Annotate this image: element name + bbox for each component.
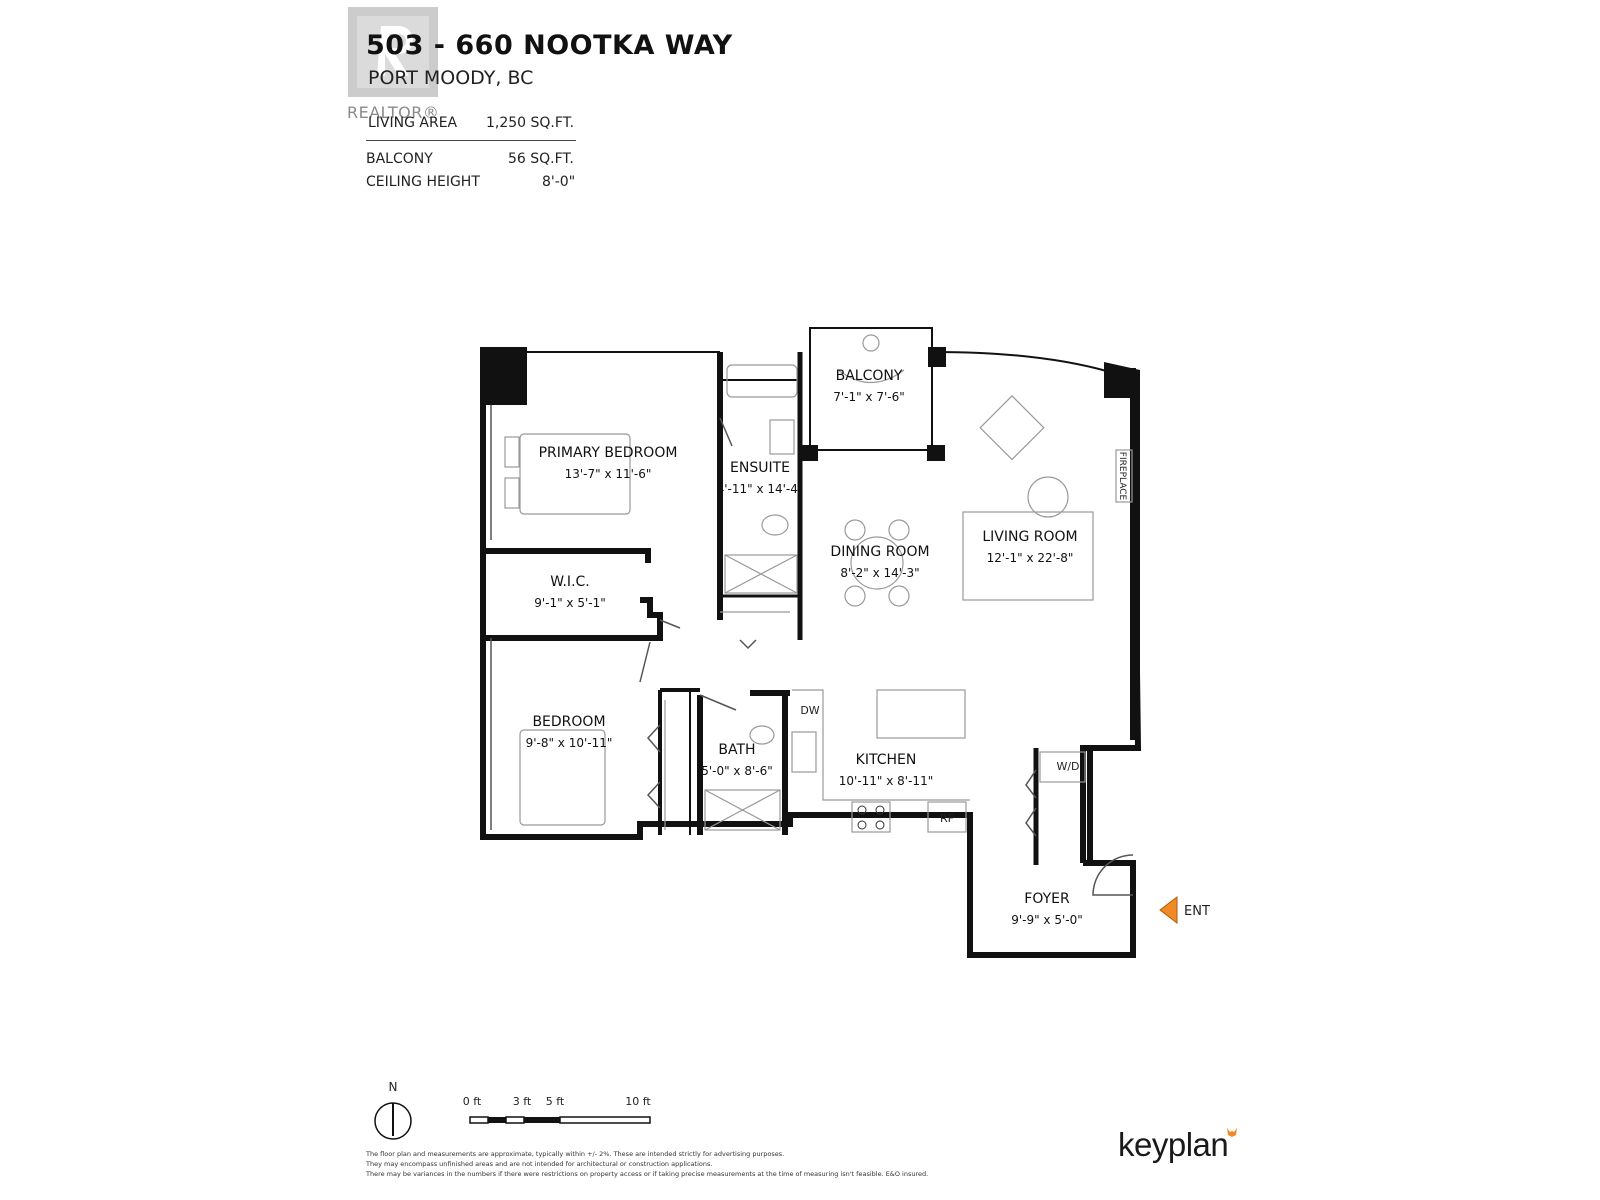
label-foyer: FOYER [1024,891,1070,907]
coffee-table [1027,476,1069,518]
door-entry [1092,854,1134,896]
spec-ceiling-value: 8'-0" [542,174,576,190]
dims-bath: 5'-0" x 8'-6" [701,764,773,778]
dims-balcony: 7'-1" x 7'-6" [833,390,905,404]
dims-foyer: 9'-9" x 5'-0" [1011,913,1083,927]
bed-primary [519,433,631,515]
keyplan-logo: keyplan [1118,1126,1229,1163]
spec-balcony-label: BALCONY [366,151,433,167]
scale-label-10: 10 ft [625,1095,651,1108]
column-balcony-bottom [927,445,945,461]
dims-primary-bedroom: 13'-7" x 11'-6" [565,467,652,481]
spec-balcony-value: 56 SQ.FT. [508,151,574,167]
washer-dryer [1039,751,1086,783]
label-bath: BATH [718,742,755,758]
label-living-room: LIVING ROOM [982,529,1077,545]
door-closet-ensuite [739,639,757,650]
property-city: PORT MOODY, BC [368,67,534,89]
label-balcony: BALCONY [836,368,903,384]
scale-label-5: 5 ft [546,1095,565,1108]
dims-dining-room: 8'-2" x 14'-3" [840,566,919,580]
spec-living-area-label: LIVING AREA [368,115,458,131]
door-ensuite [719,417,733,447]
disclaimer-line-2: They may encompass unfinished areas and … [366,1160,713,1168]
dims-ensuite: 4'-11" x 14'-4" [717,482,804,496]
door-bedroom [639,641,651,683]
door-bath [699,694,737,711]
scale-bar [469,1116,651,1124]
dims-wic: 9'-1" x 5'-1" [534,596,606,610]
scale-label-3: 3 ft [513,1095,532,1108]
label-primary-bedroom: PRIMARY BEDROOM [539,445,678,461]
label-wic: W.I.C. [550,574,590,590]
dims-living-room: 12'-1" x 22'-8" [987,551,1074,565]
label-entry: ENT [1184,904,1210,919]
door-wic [659,619,681,629]
bathtub [726,364,798,398]
label-washer-dryer: W/D [1056,760,1079,773]
bath-sink [749,725,775,745]
keyplan-fox-icon [1227,1128,1237,1137]
label-fireplace: FIREPLACE [1117,452,1127,501]
disclaimer-line-3: There may be variances in the numbers if… [366,1170,929,1178]
label-dining-room: DINING ROOM [830,544,929,560]
sofa [962,511,1094,601]
balcony-outline [809,327,933,451]
door-closet-2 [646,781,661,809]
label-dishwasher: DW [800,704,819,717]
wall-bottom [480,812,1136,958]
stove [851,801,891,833]
door-laundry-2 [1025,807,1037,837]
entry-arrow-icon [1159,895,1178,925]
label-kitchen: KITCHEN [856,752,917,768]
ensuite-shower [724,554,798,594]
label-ensuite: ENSUITE [730,460,790,476]
dims-kitchen: 10'-11" x 8'-11" [839,774,933,788]
window-living-arc [934,351,1111,373]
realtor-logo [348,7,438,97]
dims-bedroom: 9'-8" x 10'-11" [526,736,613,750]
column-top-left [480,347,527,405]
label-fridge: RF [940,812,954,825]
armchair [979,395,1045,461]
ensuite-sink [769,419,795,455]
disclaimer-line-1: The floor plan and measurements are appr… [366,1150,785,1158]
kitchen-sink [791,731,817,773]
pillow-1 [504,436,520,468]
column-balcony-right [928,347,946,367]
column-right [1104,362,1140,740]
scale-label-0: 0 ft [463,1095,482,1108]
kitchen-island [876,689,966,739]
fireplace [1115,449,1133,503]
bed-secondary [519,729,606,826]
spec-divider [366,140,576,141]
property-address: 503 - 660 NOOTKA WAY [366,30,733,61]
spec-living-area-value: 1,250 SQ.FT. [486,115,575,131]
spec-ceiling-label: CEILING HEIGHT [366,174,480,190]
door-laundry-1 [1025,769,1037,799]
bath-shower [704,789,781,831]
north-label: N [389,1080,398,1094]
realtor-wordmark: REALTOR® [347,103,440,122]
pillow-2 [504,477,520,509]
dining-table [850,536,904,590]
fridge [927,801,967,833]
label-bedroom: BEDROOM [532,714,605,730]
wall-wic-bottom [483,597,663,641]
kitchen-counter [792,689,970,801]
column-balcony-left [800,445,818,461]
ensuite-toilet [761,514,789,536]
wall-wic-top [483,548,651,563]
door-closet-1 [646,724,661,753]
